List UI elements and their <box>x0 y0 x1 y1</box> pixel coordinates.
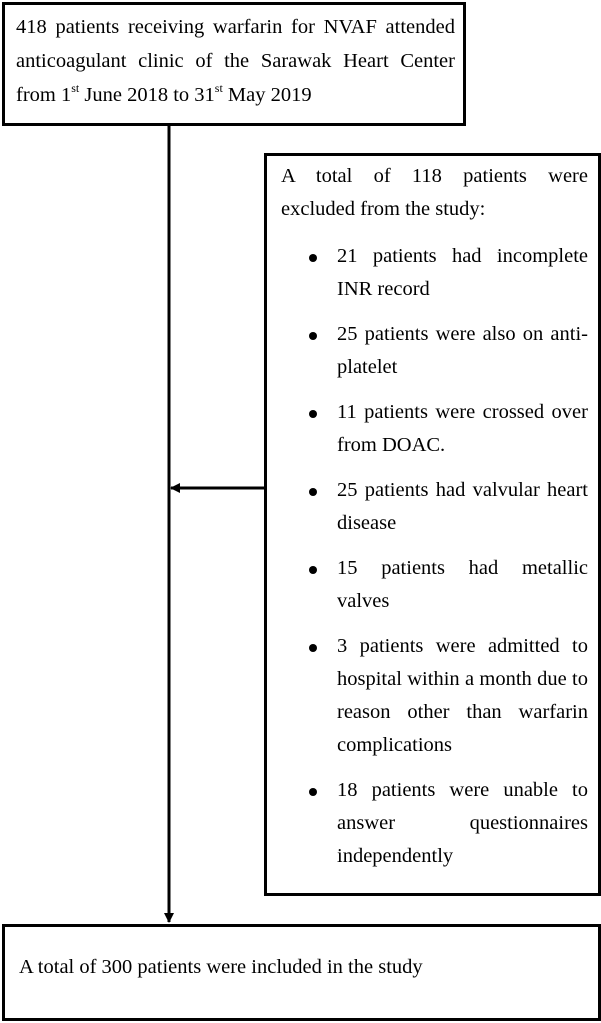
exclusion-intro: A total of 118 patients were excluded fr… <box>281 160 588 226</box>
bullet-icon <box>309 644 317 652</box>
enrollment-line-1: 418 patients receiving warfarin for NVAF… <box>16 16 455 38</box>
exclusion-item-text: 15 patients had metallic valves <box>337 557 588 612</box>
enrollment-box: 418 patients receiving warfarin for NVAF… <box>2 2 466 126</box>
exclusion-item-text: 21 patients had incomplete INR record <box>337 245 588 300</box>
enrollment-date-start-text: from 1 <box>16 84 72 106</box>
enrollment-date-mid-text: June 2018 to 31 <box>79 84 215 106</box>
exclusion-item: 3 patients were admitted to hospital wit… <box>281 630 588 762</box>
bullet-icon <box>309 254 317 262</box>
bullet-icon <box>309 566 317 574</box>
exclusion-intro-line-2: excluded from the study: <box>281 198 486 220</box>
enrollment-line-3: from 1st June 2018 to 31st May 2019 <box>16 78 455 112</box>
ordinal-suffix-start: st <box>71 81 80 95</box>
included-box: A total of 300 patients were included in… <box>2 924 601 1021</box>
exclusion-item: 25 patients were also on anti-platelet <box>281 318 588 384</box>
exclusion-item: 18 patients were unable to answer questi… <box>281 774 588 873</box>
bullet-icon <box>309 410 317 418</box>
bullet-icon <box>309 788 317 796</box>
exclusion-item: 25 patients had valvular heart disease <box>281 474 588 540</box>
exclusion-item-text: 18 patients were unable to answer questi… <box>337 779 588 867</box>
bullet-icon <box>309 488 317 496</box>
enrollment-date-end-text: May 2019 <box>222 84 312 106</box>
exclusion-item-text: 25 patients had valvular heart disease <box>337 479 588 534</box>
exclusion-item: 21 patients had incomplete INR record <box>281 240 588 306</box>
included-text: A total of 300 patients were included in… <box>19 956 423 978</box>
exclusion-intro-line-1: A total of 118 patients were <box>281 165 588 187</box>
exclusion-item-text: 3 patients were admitted to hospital wit… <box>337 635 588 756</box>
exclusion-box: A total of 118 patients were excluded fr… <box>264 153 601 896</box>
enrollment-line-2: anticoagulant clinic of the Sarawak Hear… <box>16 50 455 72</box>
exclusion-item: 11 patients were crossed over from DOAC. <box>281 396 588 462</box>
bullet-icon <box>309 332 317 340</box>
ordinal-suffix-end: st <box>214 81 223 95</box>
exclusion-item-text: 25 patients were also on anti-platelet <box>337 323 588 378</box>
exclusion-item: 15 patients had metallic valves <box>281 552 588 618</box>
exclusion-criteria-list: 21 patients had incomplete INR record 25… <box>281 240 588 873</box>
exclusion-item-text: 11 patients were crossed over from DOAC. <box>337 401 588 456</box>
